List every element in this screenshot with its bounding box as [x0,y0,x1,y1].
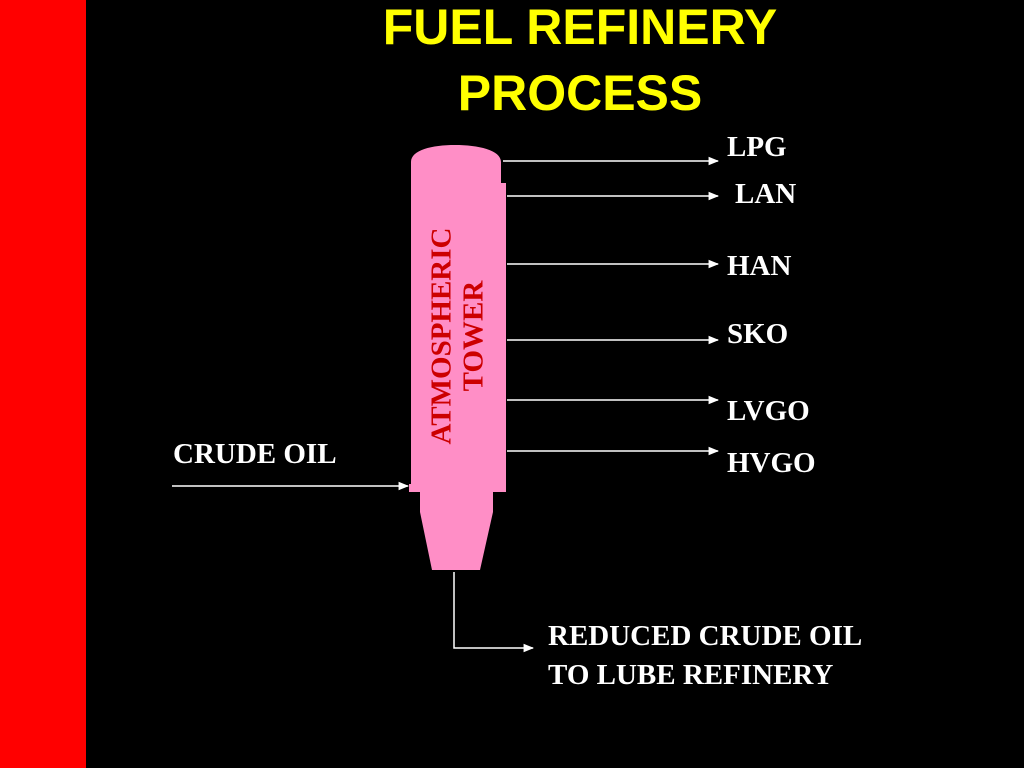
reduced-crude-label: REDUCED CRUDE OIL TO LUBE REFINERY [548,617,862,695]
product-label-hvgo: HVGO [727,447,816,479]
reduced-crude-line-1: REDUCED CRUDE OIL [548,620,863,652]
reduced-crude-line-2: TO LUBE REFINERY [548,659,834,691]
product-label-sko: SKO [727,318,789,350]
tower-label-line-2: TOWER [457,280,490,392]
atmospheric-tower-shape [409,145,506,570]
crude-oil-label: CRUDE OIL [173,438,337,470]
product-label-lvgo: LVGO [727,395,810,427]
page-title: FUEL REFINERY PROCESS [300,0,860,126]
tower-label-line-1: ATMOSPHERIC [425,227,458,445]
tower-label: ATMOSPHERIC TOWER [410,205,505,467]
title-line-2: PROCESS [457,65,703,121]
product-label-lpg: LPG [727,131,787,163]
product-label-han: HAN [727,250,792,282]
red-side-bar [0,0,86,768]
title-line-1: FUEL REFINERY [382,0,778,55]
reduced-crude-arrow [453,572,535,653]
product-label-lan: LAN [735,178,797,210]
